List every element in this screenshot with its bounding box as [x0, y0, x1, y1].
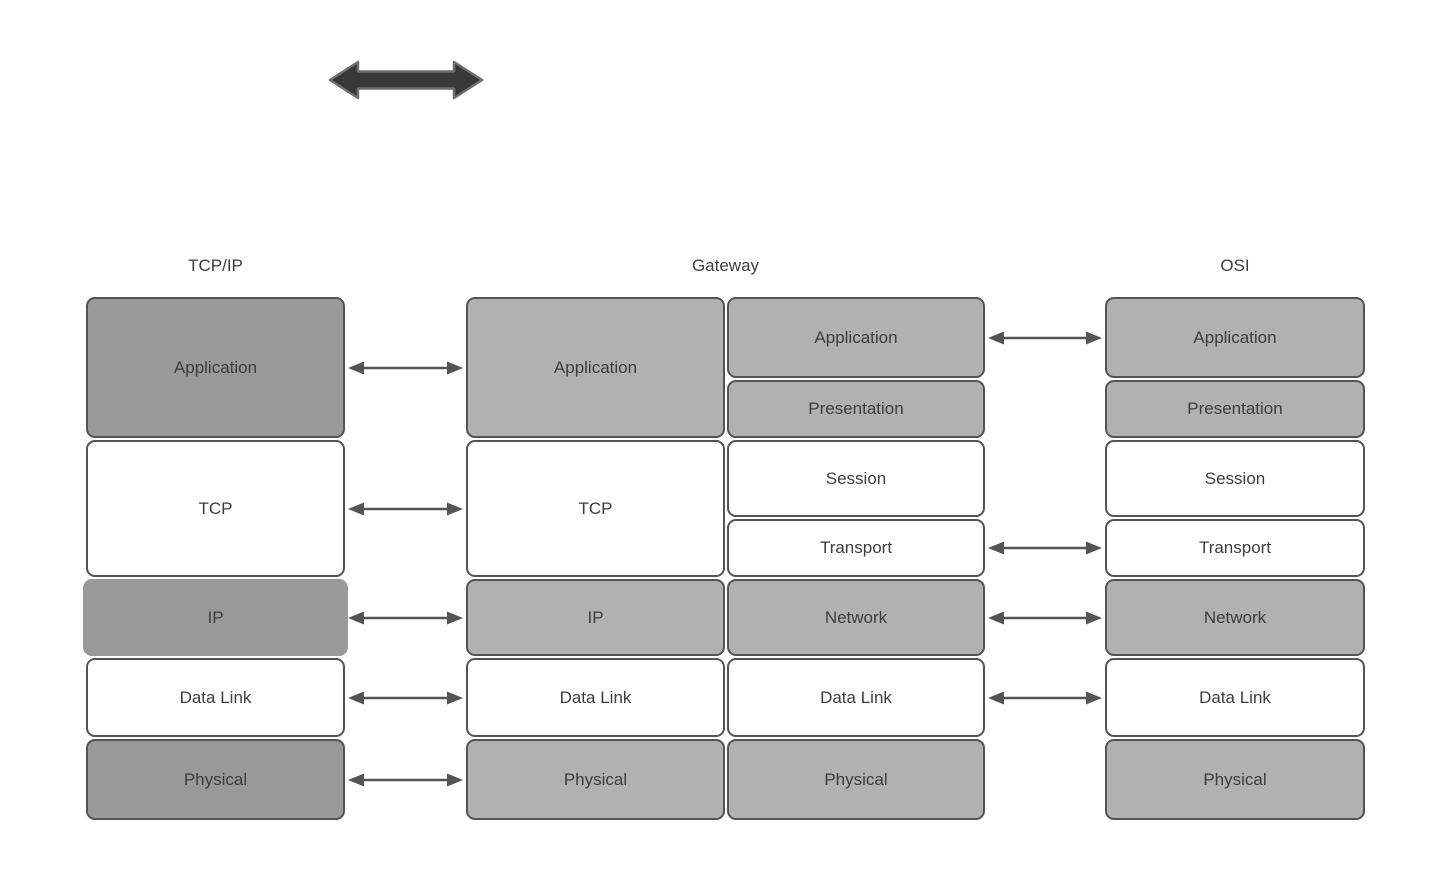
layer-box-transport: Transport [1105, 519, 1365, 577]
layer-box-application: Application [86, 297, 345, 438]
layer-box-tcp: TCP [466, 440, 725, 577]
layer-box-physical: Physical [727, 739, 985, 820]
arrow-tcpip-gateway-tcp [348, 502, 463, 515]
layer-box-application: Application [727, 297, 985, 378]
column-header-gateway: Gateway [691, 256, 760, 275]
arrow-tcpip-gateway-ip [348, 611, 463, 624]
layer-box-network: Network [727, 579, 985, 656]
bidirectional-arrow-icon [328, 60, 484, 100]
layer-box-ip: IP [83, 579, 348, 656]
layer-box-data-link: Data Link [86, 658, 345, 737]
arrow-gateway-osi-network [988, 611, 1102, 624]
column-header-osi: OSI [1220, 256, 1250, 275]
layer-box-session: Session [1105, 440, 1365, 517]
layer-box-network: Network [1105, 579, 1365, 656]
layer-box-physical: Physical [466, 739, 725, 820]
arrow-tcpip-gateway-data-link [348, 691, 463, 704]
layer-box-presentation: Presentation [1105, 380, 1365, 438]
layer-box-data-link: Data Link [727, 658, 985, 737]
layer-box-physical: Physical [86, 739, 345, 820]
arrow-gateway-osi-transport [988, 541, 1102, 555]
layer-box-session: Session [727, 440, 985, 517]
layer-box-tcp: TCP [86, 440, 345, 577]
layer-box-application: Application [1105, 297, 1365, 378]
layer-box-data-link: Data Link [466, 658, 725, 737]
layer-box-data-link: Data Link [1105, 658, 1365, 737]
arrow-gateway-osi-data-link [988, 691, 1102, 704]
arrow-gateway-osi-application [988, 331, 1102, 344]
layer-box-presentation: Presentation [727, 380, 985, 438]
arrow-tcpip-gateway-physical [348, 773, 463, 786]
arrow-tcpip-gateway-application [348, 361, 463, 374]
layer-box-transport: Transport [727, 519, 985, 577]
layer-box-physical: Physical [1105, 739, 1365, 820]
column-header-tcpip: TCP/IP [188, 256, 243, 275]
layer-box-application: Application [466, 297, 725, 438]
layer-box-ip: IP [466, 579, 725, 656]
